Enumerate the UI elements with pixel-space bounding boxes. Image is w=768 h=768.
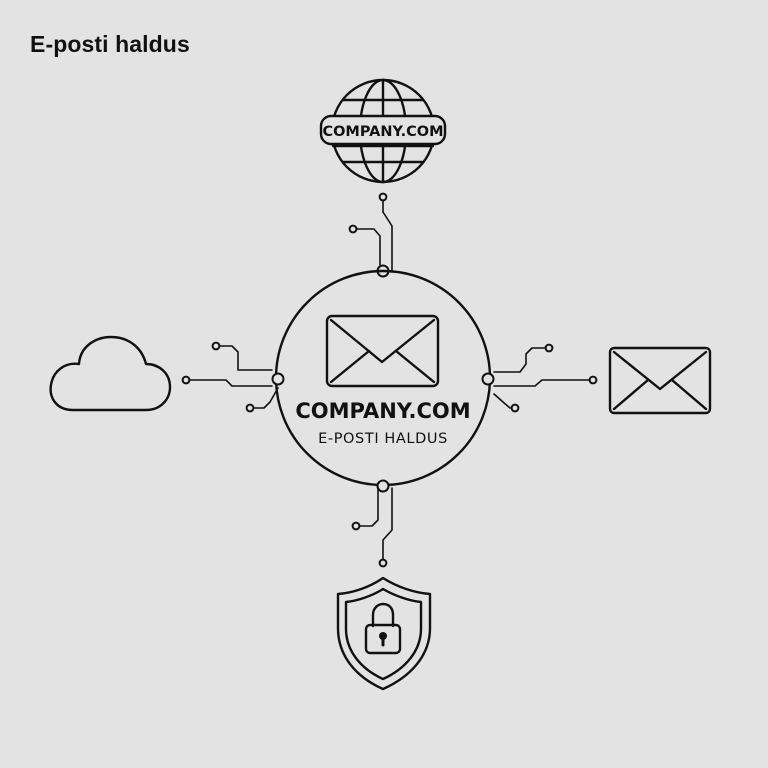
hub-domain: COMPANY.COM	[295, 399, 470, 423]
globe-label-badge: COMPANY.COM	[319, 114, 447, 146]
cloud-icon	[49, 335, 172, 412]
shield-lock-icon	[336, 576, 432, 691]
page-title: E-posti haldus	[30, 31, 190, 57]
central-hub: COMPANY.COM E-POSTI HALDUS	[274, 269, 492, 487]
bottom-connector	[351, 479, 393, 568]
globe-label: COMPANY.COM	[322, 124, 443, 140]
envelope-right-icon	[608, 346, 712, 415]
envelope-icon	[325, 314, 440, 388]
right-connector	[481, 343, 598, 413]
left-connector	[181, 341, 285, 413]
hub-subtitle: E-POSTI HALDUS	[318, 431, 448, 447]
top-connector	[348, 192, 393, 278]
